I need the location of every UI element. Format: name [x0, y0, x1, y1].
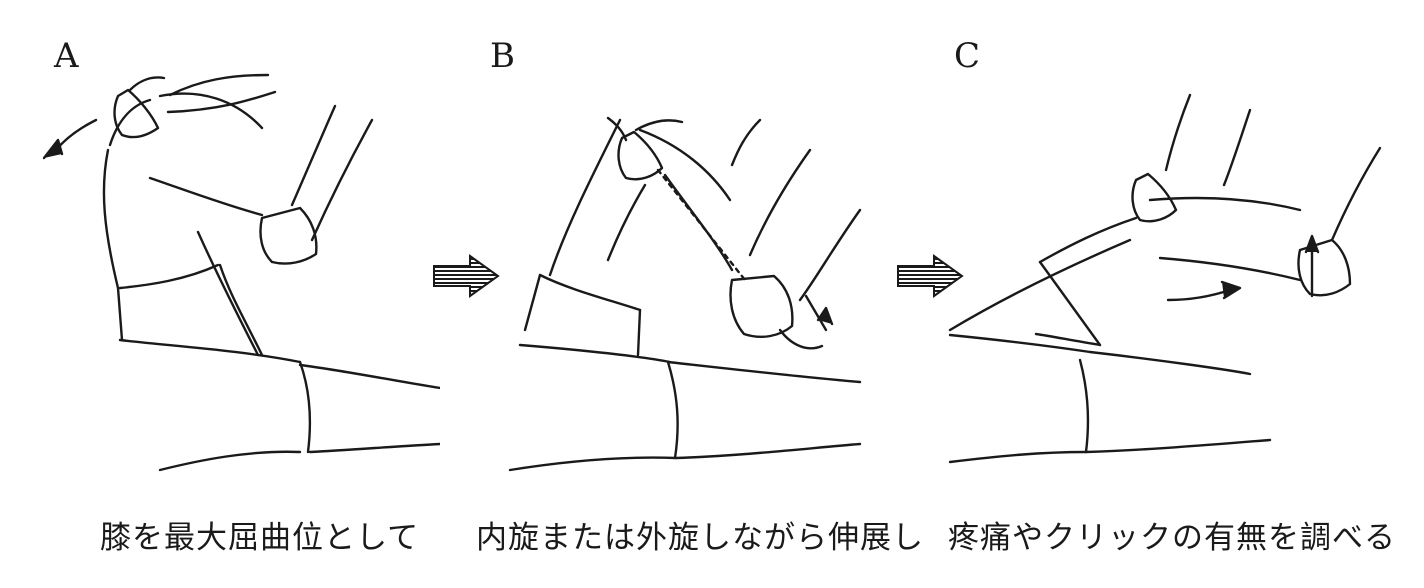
step-arrow-2 — [896, 254, 964, 298]
rotation-arrow-icon — [816, 306, 834, 326]
step-arrow-1 — [432, 254, 500, 298]
panel-label-a: A — [54, 36, 80, 76]
knee-flexion-illustration-a — [42, 73, 440, 472]
panel-label-c: C — [954, 36, 982, 76]
hatched-right-arrow-icon — [433, 254, 500, 298]
knee-extension-illustration-c — [948, 93, 1382, 464]
panel-b: B 内旋または外旋しながら伸展し — [440, 0, 923, 588]
caption-a: 膝を最大屈曲位として — [100, 520, 420, 556]
caption-c: 疼痛やクリックの有無を調べる — [948, 520, 1396, 556]
knee-rotation-illustration-b — [508, 116, 862, 472]
panel-a: A 膝を最大屈曲位として — [0, 0, 440, 588]
hatched-right-arrow-icon — [897, 254, 964, 298]
extension-arrow-icon — [1220, 280, 1242, 300]
panel-c: C 疼痛やクリックの有無を調べる — [940, 0, 1424, 588]
caption-b: 内旋または外旋しながら伸展し — [476, 520, 924, 556]
rotation-arrow-icon — [42, 138, 64, 160]
panel-label-b: B — [490, 36, 516, 76]
rotation-arrow-icon — [1304, 234, 1320, 254]
